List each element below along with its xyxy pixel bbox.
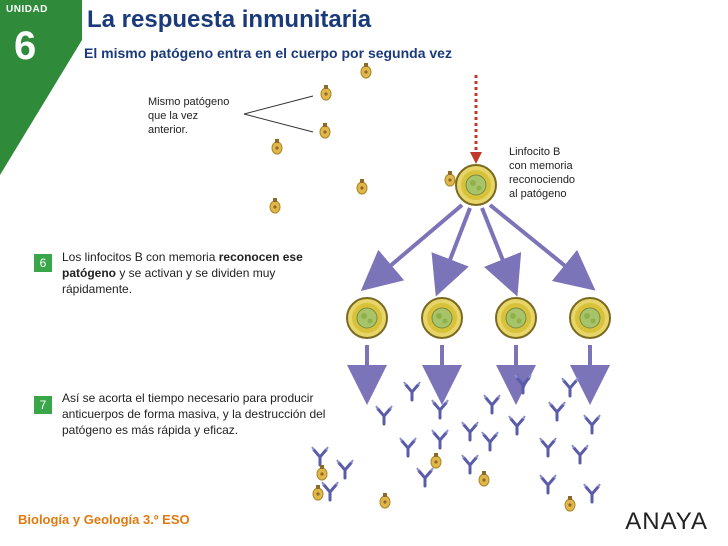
pathogen [564, 495, 576, 512]
antibody [538, 436, 558, 458]
antibody [398, 436, 418, 458]
antibody [335, 458, 355, 480]
daughter-b-cell [421, 297, 463, 339]
pathogen [478, 470, 490, 487]
antibody [582, 482, 602, 504]
pointer-line-lower [243, 113, 314, 133]
step-badge: 6 [34, 254, 52, 272]
page-title: La respuesta inmunitaria [87, 6, 372, 33]
antibody [538, 473, 558, 495]
antibody [430, 398, 450, 420]
division-arrow [488, 203, 596, 291]
pathogen [319, 122, 331, 139]
pathogen-label: Mismo patógeno que la vez anterior. [148, 95, 229, 137]
unit-number: 6 [14, 24, 37, 68]
division-arrow [431, 207, 472, 297]
step-6-text-after: y se activan y se dividen muy rápidament… [62, 266, 276, 296]
antibody [320, 480, 340, 502]
step-7-text: Así se acorta el tiempo necesario para p… [62, 391, 326, 437]
pathogen [269, 197, 281, 214]
daughter-b-cell [569, 297, 611, 339]
antibody [402, 380, 422, 402]
pathogen [312, 484, 324, 501]
step-6-text-before: Los linfocitos B con memoria [62, 250, 219, 264]
pathogen-label-line: anterior. [148, 124, 188, 136]
antibody [560, 376, 580, 398]
step-6-text-bold: reconocen ese patógeno [62, 250, 303, 280]
pathogen-label-line: que la vez [148, 110, 199, 122]
pathogen [360, 62, 372, 79]
lymphocyte-label-line: con memoria [509, 160, 573, 172]
lymphocyte-label: Linfocito B con memoria reconociendo al … [509, 145, 575, 201]
lymphocyte-label-line: reconociendo [509, 174, 576, 186]
footer-subject: Biología y Geología 3.º ESO [18, 512, 190, 527]
antibody [310, 445, 330, 467]
antibody [415, 466, 435, 488]
pathogen [271, 138, 283, 155]
pathogen [430, 452, 442, 469]
lymphocyte-label-line: Linfocito B [509, 146, 561, 158]
publisher-logo: ANAYA [625, 508, 708, 535]
pathogen [379, 492, 391, 509]
daughter-b-cell [495, 297, 537, 339]
division-arrow [360, 203, 464, 291]
pathogen [356, 178, 368, 195]
step-badge: 7 [34, 396, 52, 414]
pathogen [316, 464, 328, 481]
antibody [374, 404, 394, 426]
antibody [507, 414, 527, 436]
pathogen-label-line: Mismo patógeno [148, 96, 230, 108]
step-6-text: Los linfocitos B con memoria reconocen e… [62, 249, 307, 297]
antibody [460, 453, 480, 475]
antibody [480, 430, 500, 452]
antibody [430, 428, 450, 450]
pathogen [320, 84, 332, 101]
unit-label: UNIDAD [6, 4, 48, 15]
antibody [570, 443, 590, 465]
antibody [482, 393, 502, 415]
memory-b-cell [455, 164, 497, 206]
antibody [582, 413, 602, 435]
division-arrow [480, 207, 522, 297]
pathogen [444, 170, 456, 187]
antibody [460, 420, 480, 442]
lymphocyte-label-line: al patógeno [509, 188, 567, 200]
unit-banner [0, 0, 82, 175]
antibody [547, 400, 567, 422]
daughter-b-cell [346, 297, 388, 339]
page-subtitle: El mismo patógeno entra en el cuerpo por… [84, 45, 452, 61]
pointer-line-upper [243, 95, 314, 115]
